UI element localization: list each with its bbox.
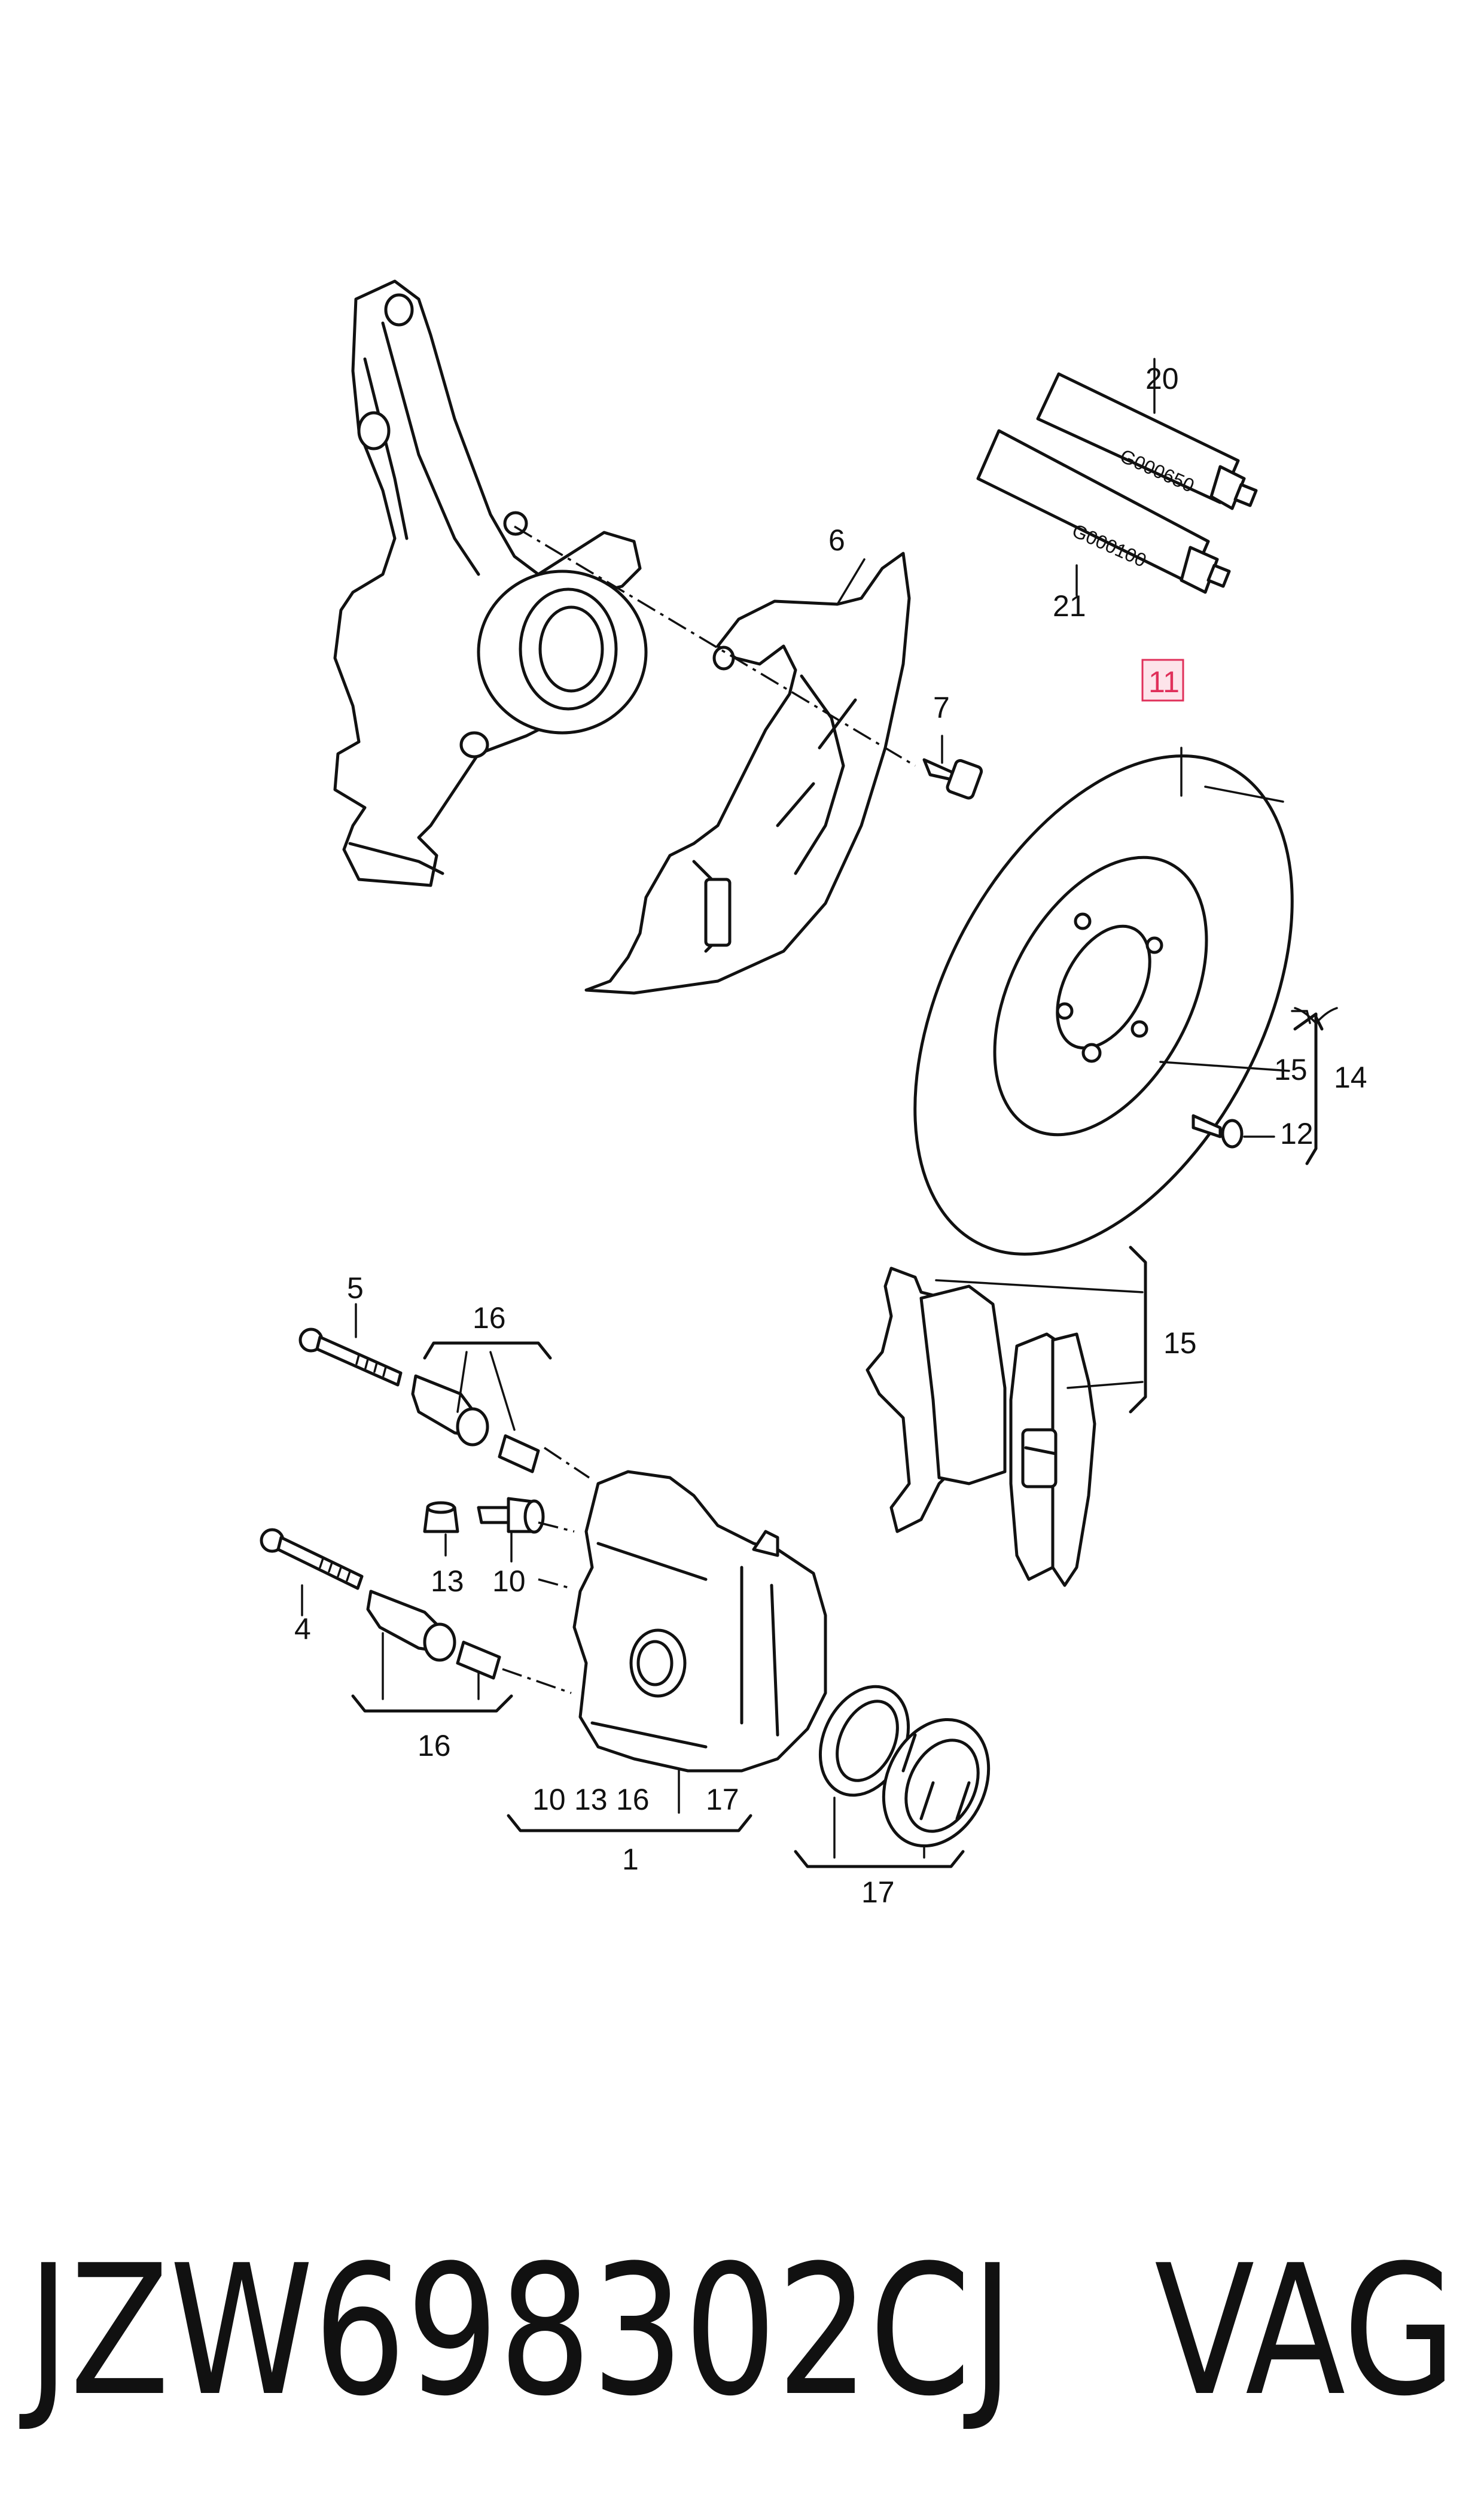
bleed-cap-13 xyxy=(423,1501,459,1533)
bleed-screw-10 xyxy=(477,1497,545,1534)
brake-caliper xyxy=(572,1470,827,1773)
splash-shield xyxy=(584,552,911,995)
guide-bushing-16-bottom xyxy=(366,1590,501,1680)
callout-10: 10 xyxy=(492,1564,526,1598)
guide-bolt-5 xyxy=(298,1327,403,1387)
brand-name: VAG xyxy=(1154,2227,1456,2435)
disc-screw xyxy=(1192,1114,1244,1149)
brackets xyxy=(351,1007,1338,1868)
callout-11: 11 xyxy=(1148,665,1180,699)
callout-7: 7 xyxy=(933,691,950,724)
callout-16-bottom: 16 xyxy=(418,1729,451,1762)
brake-disc xyxy=(913,754,1294,1256)
footer: JZW698302CJ VAG xyxy=(18,2227,1456,2435)
grease-tube-20: G000650 xyxy=(1036,372,1258,510)
callout-15-pads: 15 xyxy=(1163,1326,1197,1360)
callout-5: 5 xyxy=(347,1271,364,1305)
callout-6: 6 xyxy=(828,523,845,557)
callout-16-top: 16 xyxy=(473,1301,506,1335)
callout-14: 14 xyxy=(1334,1061,1367,1094)
axis-lines xyxy=(502,525,916,1694)
steering-knuckle xyxy=(333,279,648,887)
dust-boot xyxy=(882,1718,991,1848)
callout-group-17: 17 xyxy=(706,1783,739,1816)
callout-labels: 6 7 11 15 14 12 20 21 15 5 16 13 10 4 16… xyxy=(294,362,1367,1909)
guide-bolt-4 xyxy=(260,1528,364,1590)
callout-group-10: 10 xyxy=(532,1783,566,1816)
callout-4: 4 xyxy=(294,1612,311,1646)
guide-bushing-16-top xyxy=(411,1374,540,1473)
callout-17-seals: 17 xyxy=(861,1875,895,1909)
callout-12: 12 xyxy=(1280,1117,1314,1150)
callout-20: 20 xyxy=(1145,362,1179,395)
callout-13: 13 xyxy=(431,1564,464,1598)
callout-group-16: 16 xyxy=(616,1783,650,1816)
callout-15-disc: 15 xyxy=(1274,1053,1308,1086)
part-number: JZW698302CJ xyxy=(18,2227,1014,2435)
callout-21: 21 xyxy=(1053,589,1086,623)
callout-group-13: 13 xyxy=(574,1783,608,1816)
bolt-7 xyxy=(922,758,983,800)
highlight-11 xyxy=(1141,659,1184,702)
brake-pads xyxy=(866,1266,1096,1587)
piston-seal xyxy=(818,1685,910,1797)
leader-lines xyxy=(301,358,1290,1859)
callout-1: 1 xyxy=(622,1843,639,1876)
